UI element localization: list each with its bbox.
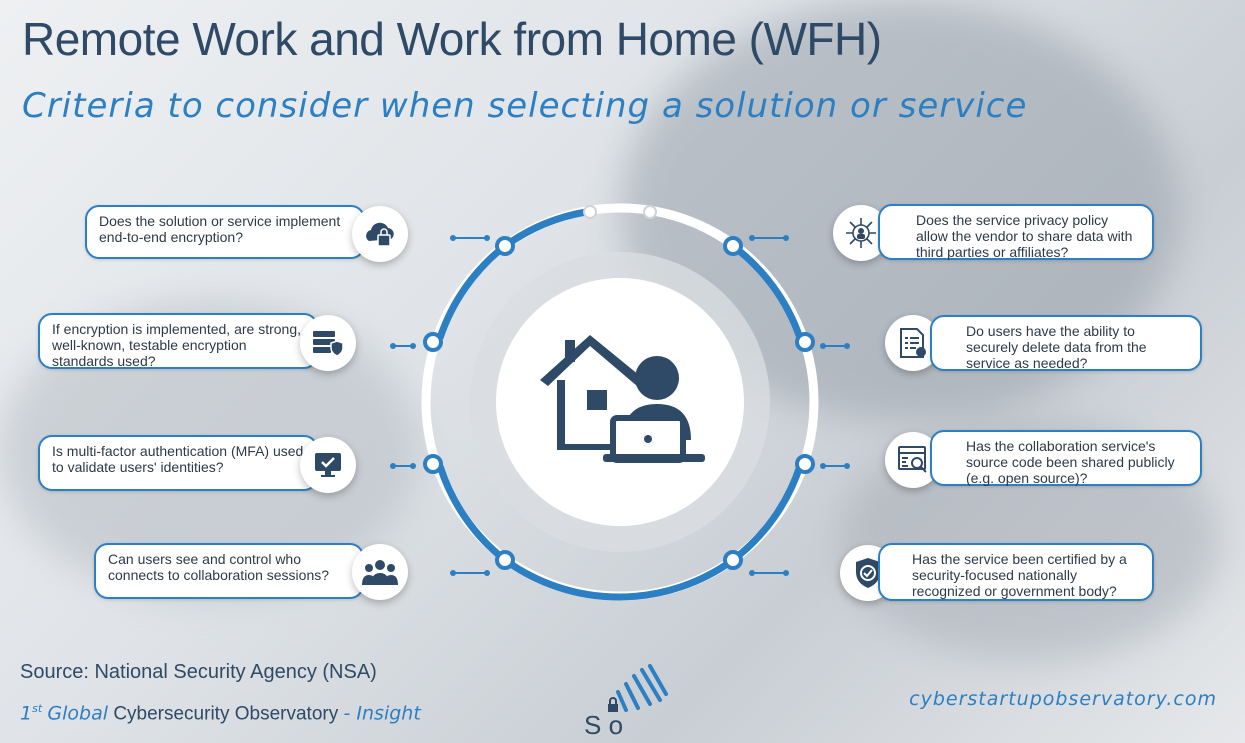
observatory-sup: st [32,702,43,715]
ring-node [723,550,743,570]
criterion-card-certification: Has the service been certified by a secu… [878,543,1154,601]
connector-line [820,463,850,469]
criterion-card-session-control: Can users see and control who connects t… [94,543,364,599]
criterion-text: Do users have the ability to securely de… [966,323,1147,371]
central-ring [421,203,819,601]
ring-node [723,236,743,256]
criterion-text: Does the service privacy policy allow th… [916,212,1133,260]
source-text: Source: National Security Agency (NSA) [20,661,377,683]
page-subtitle: Criteria to consider when selecting a so… [22,86,1028,126]
ring-node [423,332,443,352]
ring-node [795,454,815,474]
criterion-text: Has the collaboration service's source c… [966,438,1175,486]
cloud-lock-icon [352,206,408,262]
criterion-text: Has the service been certified by a secu… [912,551,1127,599]
observatory-prefix: 1 [20,702,33,725]
server-shield-icon [300,315,356,371]
criterion-card-encryption-standards: If encryption is implemented, are strong… [38,313,318,369]
observatory-name: Cybersecurity Observatory [113,703,339,725]
ring-node [423,454,443,474]
connector-line [390,463,416,469]
monitor-check-icon [300,437,356,493]
criterion-text: Can users see and control who connects t… [108,551,330,583]
page-title: Remote Work and Work from Home (WFH) [22,13,882,65]
ring-node [495,236,515,256]
connector-line [820,343,850,349]
observatory-global: Global [47,702,109,725]
connector-line [390,343,416,349]
ring-node [795,332,815,352]
cso-logo: S o [584,664,668,740]
criterion-card-encryption: Does the solution or service implement e… [85,205,365,259]
observatory-suffix: - Insight [343,702,421,725]
criterion-text: If encryption is implemented, are strong… [52,321,302,369]
criterion-card-mfa: Is multi-factor authentication (MFA) use… [38,435,318,491]
website-link[interactable]: cyberstartupobservatory.com [909,688,1217,710]
criterion-card-source-code: Has the collaboration service's source c… [930,430,1202,486]
observatory-tagline: 1st Global Cybersecurity Observatory - I… [20,702,421,725]
connector-line [450,570,490,576]
home-worker-laptop-icon [540,335,705,463]
users-group-icon [352,544,408,600]
criterion-card-privacy-policy: Does the service privacy policy allow th… [878,204,1154,260]
connector-line [749,235,789,241]
criterion-card-secure-delete: Do users have the ability to securely de… [930,315,1202,371]
connector-line [749,570,789,576]
logo-letters: S o [584,710,623,740]
criterion-text: Does the solution or service implement e… [99,213,341,245]
ring-node [495,550,515,570]
connector-line [450,235,490,241]
criterion-text: Is multi-factor authentication (MFA) use… [52,443,304,475]
